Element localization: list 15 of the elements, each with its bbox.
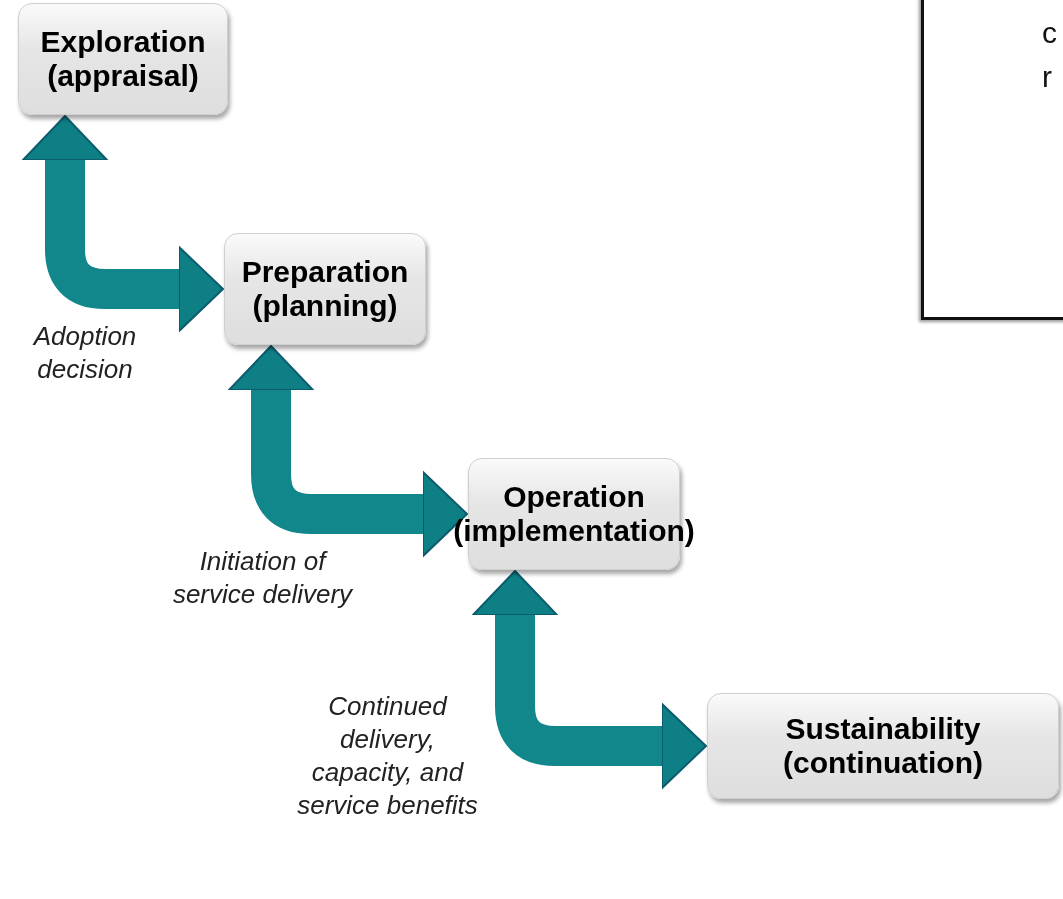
stage-label: Operation (implementation) [453, 480, 695, 548]
edge-label: Continued delivery, capacity, and service benefits [296, 690, 479, 822]
edge-label: Adoption decision [31, 320, 138, 386]
double-arrow [22, 115, 224, 332]
edge-label: Initiation of service delivery [171, 545, 354, 611]
stage-label: Sustainability (continuation) [782, 712, 984, 780]
stage-label: Preparation (planning) [240, 255, 410, 323]
double-arrow [228, 345, 468, 557]
text-panel [921, 0, 1063, 320]
stage-label: Exploration (appraisal) [39, 25, 207, 93]
stage-box [707, 693, 1059, 799]
panel-text: c r [1042, 15, 1058, 95]
double-arrow [472, 570, 707, 789]
stage-box [224, 233, 426, 345]
stage-box [18, 3, 228, 115]
